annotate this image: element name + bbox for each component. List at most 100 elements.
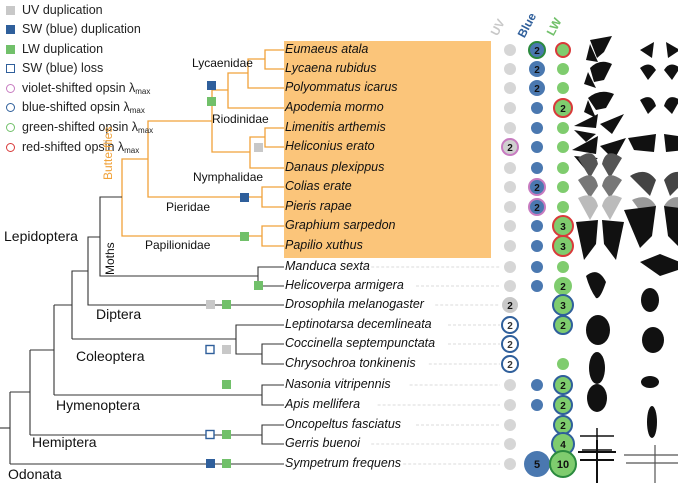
blue-opsin-circle — [531, 141, 543, 153]
family-label-nymphalidae: Nymphalidae — [193, 170, 264, 184]
uv-duplication-marker — [254, 143, 263, 152]
species-label: Polyommatus icarus — [285, 80, 398, 94]
species-label: Papilio xuthus — [285, 238, 363, 252]
lw-opsin-circle — [557, 63, 569, 75]
lw-opsin-circle-count: 3 — [560, 301, 566, 312]
uv-opsin-circle-count: 2 — [507, 321, 513, 332]
blue-opsin-circle — [531, 122, 543, 134]
uv-opsin-circle — [504, 419, 516, 431]
blue-opsin-circle — [531, 220, 543, 232]
lw-opsin-circle — [553, 98, 573, 118]
lw-opsin-circle — [557, 181, 569, 193]
legend-item: red-shifted opsin λmax — [6, 140, 139, 155]
legend-item: LW duplication — [6, 42, 103, 56]
fly-icon — [641, 288, 659, 312]
legend-label: LW duplication — [22, 42, 104, 56]
species-label: Chrysochroa tonkinenis — [285, 356, 416, 370]
uv-opsin-circle — [504, 44, 516, 56]
butterfly-icon — [584, 61, 612, 88]
uv-opsin-circle — [504, 63, 516, 75]
lw-opsin-circle-count: 3 — [560, 222, 566, 233]
uv-opsin-circle — [504, 399, 516, 411]
uv-opsin-circle — [504, 280, 516, 292]
legend-label: green-shifted opsin λ — [22, 120, 139, 134]
species-label: Sympetrum frequens — [285, 456, 402, 470]
uv-opsin-circle — [504, 379, 516, 391]
lw-duplication-marker — [222, 380, 231, 389]
lw-duplication-marker — [222, 430, 231, 439]
butterfly-icon — [630, 171, 678, 196]
order-label-diptera: Diptera — [96, 306, 142, 322]
lw-opsin-circle-count: 10 — [557, 459, 569, 471]
blue-opsin-circle-count: 2 — [534, 84, 540, 95]
sw-loss-marker — [205, 344, 215, 355]
species-label: Leptinotarsa decemlineata — [285, 317, 432, 331]
blue-opsin-circle — [528, 198, 546, 216]
wasp-icon — [641, 376, 659, 388]
family-label-papilionidae: Papilionidae — [145, 238, 211, 252]
butterfly-icon — [574, 114, 624, 142]
butterfly-icon — [576, 220, 624, 260]
lw-opsin-circle — [553, 395, 573, 415]
lw-opsin-circle-count: 2 — [560, 321, 566, 332]
butterfly-icon — [584, 91, 614, 118]
butterfly-icon — [578, 175, 622, 198]
lw-opsin-circle — [553, 315, 573, 335]
legend-item: green-shifted opsin λmax — [6, 120, 153, 135]
uv-opsin-circle — [504, 122, 516, 134]
sw-duplication-marker — [207, 81, 216, 90]
bug-icon — [647, 406, 657, 438]
uv-opsin-circle — [502, 297, 518, 313]
beetle-icon — [586, 315, 610, 345]
species-label: Danaus plexippus — [285, 160, 385, 174]
uv-opsin-circle — [501, 355, 519, 373]
legend-subscript: max — [124, 146, 140, 155]
legend-swatch — [6, 123, 15, 133]
lw-opsin-circle-count: 2 — [560, 104, 566, 115]
uv-opsin-circle — [504, 458, 516, 470]
butterfly-icon — [624, 206, 678, 248]
legend-subscript: max — [129, 106, 145, 115]
uv-opsin-circle-count: 2 — [507, 340, 513, 351]
lw-duplication-marker — [222, 300, 231, 309]
uv-duplication-marker — [222, 345, 231, 354]
blue-opsin-circle-count: 2 — [534, 65, 540, 76]
legend-label: red-shifted opsin λ — [22, 140, 125, 154]
uv-opsin-circle — [504, 438, 516, 450]
uv-opsin-circle — [504, 82, 516, 94]
butterfly-icon — [628, 134, 678, 152]
blue-opsin-circle-count: 2 — [534, 46, 540, 57]
species-label: Nasonia vitripennis — [285, 377, 391, 391]
species-label: Drosophila melanogaster — [285, 297, 424, 311]
guide-lines — [371, 266, 500, 465]
legend-item: UV duplication — [6, 3, 103, 17]
legend-swatch — [6, 64, 15, 74]
butterfly-icon — [578, 195, 622, 220]
legend-label: UV duplication — [22, 3, 103, 17]
blue-opsin-circle — [531, 379, 543, 391]
species-label: Limenitis arthemis — [285, 120, 386, 134]
species-label: Colias erate — [285, 179, 352, 193]
family-label-pieridae: Pieridae — [166, 200, 211, 214]
legend-swatch — [6, 84, 15, 94]
blue-opsin-circle-count: 5 — [534, 459, 540, 471]
order-label-lepidoptera: Lepidoptera — [4, 228, 78, 244]
sw-duplication-marker — [206, 459, 215, 468]
lw-opsin-circle — [555, 42, 571, 58]
uv-opsin-circle — [501, 335, 519, 353]
uv-opsin-circle — [504, 102, 516, 114]
species-label: Heliconius erato — [285, 139, 375, 153]
species-label: Helicoverpa armigera — [285, 278, 404, 292]
lw-opsin-circle — [557, 261, 569, 273]
lw-opsin-circle — [557, 122, 569, 134]
lw-opsin-circle — [557, 358, 569, 370]
legend-label: SW (blue) loss — [22, 61, 104, 75]
blue-opsin-circle — [524, 451, 550, 477]
species-label: Manduca sexta — [285, 259, 370, 273]
lw-opsin-circle-count: 2 — [560, 401, 566, 412]
moth-icon — [586, 272, 606, 299]
lw-opsin-circle-count: 2 — [560, 381, 566, 392]
family-label-lycaenidae: Lycaenidae — [192, 56, 253, 70]
